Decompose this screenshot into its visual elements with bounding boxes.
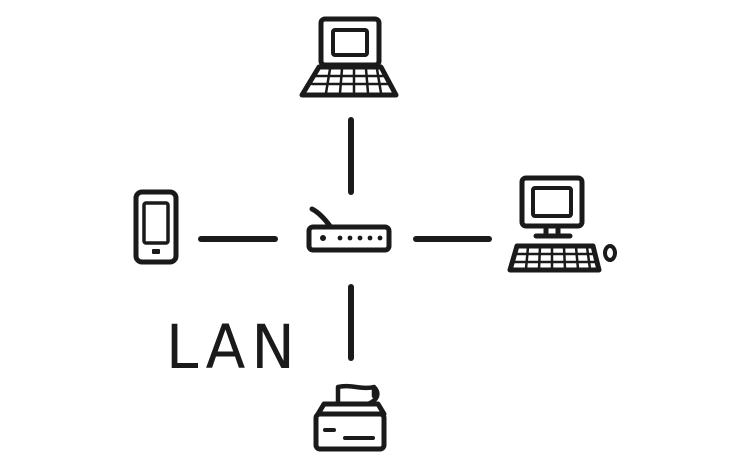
links	[198, 117, 492, 361]
printer-icon	[313, 383, 387, 452]
laptop-icon	[299, 16, 399, 98]
desktop-computer-icon	[507, 175, 617, 273]
router-icon	[306, 206, 392, 253]
smartphone-icon	[133, 189, 179, 265]
lan-label: LAN	[166, 311, 301, 383]
mouse-icon	[603, 244, 617, 262]
